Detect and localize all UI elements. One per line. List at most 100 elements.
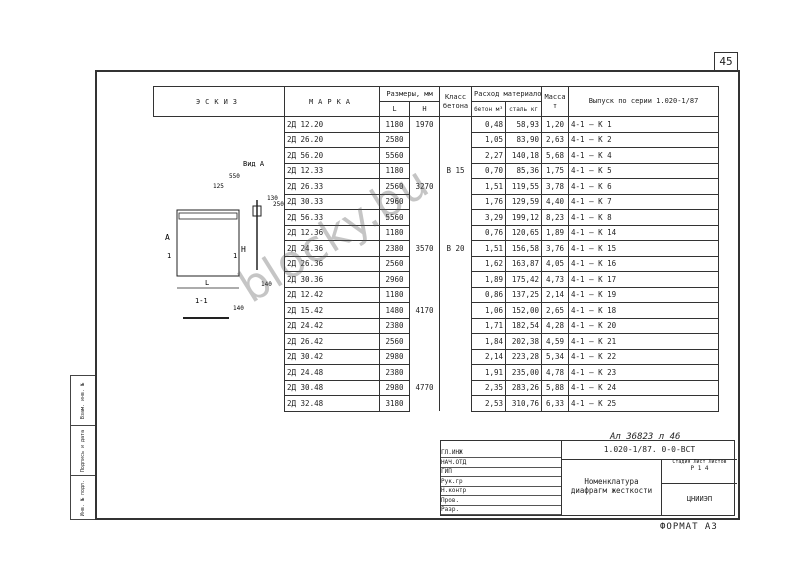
cell-steel: 283,26 xyxy=(505,379,543,396)
cell-L: 2960 xyxy=(379,271,410,288)
dim-125: 125 xyxy=(213,183,224,190)
cell-issue: 4-1 – К 24 xyxy=(568,379,720,396)
cell-mass: 5,68 xyxy=(541,147,570,164)
side-cell-inventory: Инв. № подл. xyxy=(71,476,95,520)
cell-cls xyxy=(439,287,473,303)
cell-cls xyxy=(439,333,473,349)
cell-cls xyxy=(439,225,473,241)
cell-issue: 4-1 – К 18 xyxy=(568,302,720,319)
cell-H xyxy=(408,287,441,303)
header-class: Класс бетона xyxy=(439,86,473,117)
cell-issue: 4-1 – К 14 xyxy=(568,224,720,241)
cell-H xyxy=(408,194,441,210)
cell-mark: 2Д 12.20 xyxy=(284,116,380,133)
sheet-header: Стадия Лист Листов xyxy=(672,459,727,465)
drawing-frame xyxy=(95,70,740,520)
cell-H xyxy=(408,333,441,349)
cell-steel: 129,59 xyxy=(505,193,543,210)
cell-issue: 4-1 – К 8 xyxy=(568,209,720,226)
cell-mass: 4,28 xyxy=(541,317,570,334)
cell-H xyxy=(408,256,441,272)
cell-L: 2980 xyxy=(379,348,410,365)
cell-steel: 137,25 xyxy=(505,286,543,303)
label-1-right: 1 xyxy=(233,252,237,260)
cell-steel: 223,28 xyxy=(505,348,543,365)
cell-H xyxy=(408,318,441,334)
cell-steel: 152,00 xyxy=(505,302,543,319)
role-row: ГЛ.ИНЖ xyxy=(441,449,561,458)
cell-issue: 4-1 – К 25 xyxy=(568,395,720,412)
cell-concrete: 1,51 xyxy=(471,240,507,257)
cell-sketch xyxy=(154,349,285,365)
cell-issue: 4-1 – К 5 xyxy=(568,162,720,179)
cell-concrete: 0,48 xyxy=(471,116,507,133)
header-mass: Масса т xyxy=(541,86,570,117)
cell-mass: 5,34 xyxy=(541,348,570,365)
cell-cls xyxy=(439,395,473,411)
cell-mass: 2,14 xyxy=(541,286,570,303)
panel-outline xyxy=(176,209,240,277)
page-number: 45 xyxy=(714,52,738,72)
header-size-h: H xyxy=(408,101,441,117)
cell-mass: 5,88 xyxy=(541,379,570,396)
cell-mark: 2Д 30.48 xyxy=(284,379,380,396)
cell-steel: 119,55 xyxy=(505,178,543,195)
cell-H: 3270 xyxy=(408,178,441,194)
cell-steel: 120,65 xyxy=(505,224,543,241)
cell-mass: 4,73 xyxy=(541,271,570,288)
cell-L: 3180 xyxy=(379,395,410,412)
view-a-label: Вид А xyxy=(243,160,265,168)
cell-mark: 2Д 26.20 xyxy=(284,131,380,148)
cell-issue: 4-1 – К 23 xyxy=(568,364,720,381)
cell-concrete: 2,35 xyxy=(471,379,507,396)
cell-sketch xyxy=(154,380,285,396)
role-row: ГИП xyxy=(441,468,561,477)
cell-L: 2380 xyxy=(379,364,410,381)
cell-mass: 1,20 xyxy=(541,116,570,133)
doc-code: 1.020-1/87. 0-0-ВСТ xyxy=(561,441,737,460)
cell-cls xyxy=(439,209,473,225)
cell-mass: 8,23 xyxy=(541,209,570,226)
header-mark: МАРКА xyxy=(284,86,380,117)
cell-mass: 4,78 xyxy=(541,364,570,381)
cell-L: 2580 xyxy=(379,131,410,148)
cell-mass: 3,76 xyxy=(541,240,570,257)
cell-cls xyxy=(439,302,473,318)
cell-issue: 4-1 – К 4 xyxy=(568,147,720,164)
cell-sketch xyxy=(154,396,285,412)
cell-concrete: 0,70 xyxy=(471,162,507,179)
sheet-info: Стадия Лист Листов Р 1 4 xyxy=(661,459,737,484)
cell-mark: 2Д 12.42 xyxy=(284,286,380,303)
cell-L: 1480 xyxy=(379,302,410,319)
cell-cls xyxy=(439,349,473,365)
label-h: Н xyxy=(241,245,246,254)
cell-H xyxy=(408,271,441,287)
cell-steel: 175,42 xyxy=(505,271,543,288)
cell-H xyxy=(408,395,441,411)
label-a: А xyxy=(165,233,170,242)
cell-issue: 4-1 – К 19 xyxy=(568,286,720,303)
sheet-values: Р 1 4 xyxy=(690,465,709,472)
side-cell-label: Инв. № подл. xyxy=(80,479,86,517)
role-row: Рук.гр xyxy=(441,478,561,487)
cell-concrete: 1,91 xyxy=(471,364,507,381)
cell-mass: 2,63 xyxy=(541,131,570,148)
cell-H xyxy=(408,349,441,365)
cell-mass: 3,78 xyxy=(541,178,570,195)
cell-issue: 4-1 – К 17 xyxy=(568,271,720,288)
cell-steel: 182,54 xyxy=(505,317,543,334)
cell-concrete: 1,76 xyxy=(471,193,507,210)
role-row: Н.контр xyxy=(441,487,561,496)
dim-140b: 140 xyxy=(233,305,244,312)
role-row: Разр. xyxy=(441,506,561,515)
cell-concrete: 0,76 xyxy=(471,224,507,241)
cell-mass: 4,05 xyxy=(541,255,570,272)
cell-concrete: 2,53 xyxy=(471,395,507,412)
cell-mass: 1,89 xyxy=(541,224,570,241)
cell-L: 2560 xyxy=(379,255,410,272)
label-l: L xyxy=(205,279,209,287)
